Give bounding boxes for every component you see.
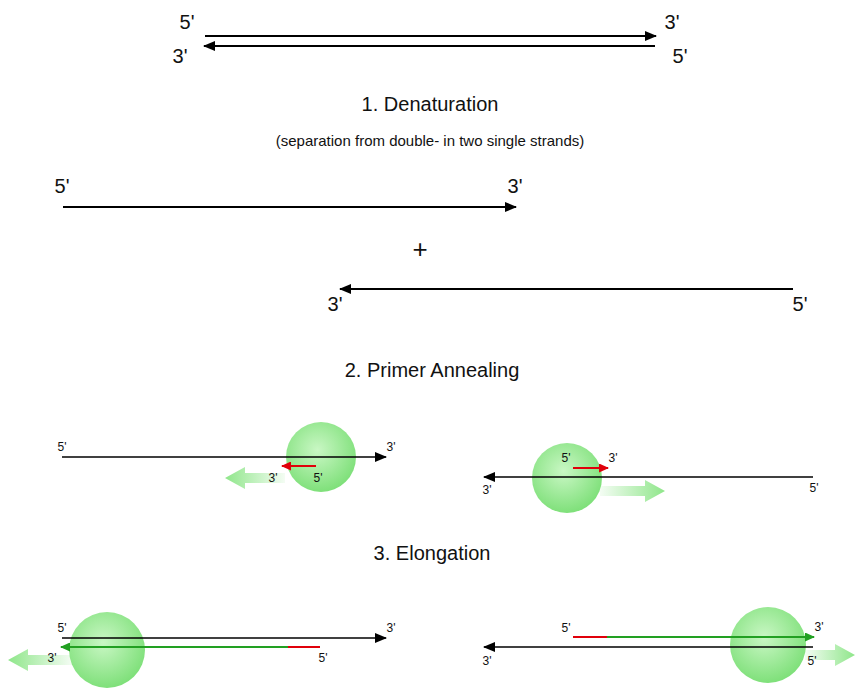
step-heading: 3. Elongation <box>374 543 491 563</box>
strand-end-label: 3' <box>483 484 492 496</box>
strand-end-label: 3' <box>48 652 57 664</box>
primer-end-label: 3' <box>609 452 618 464</box>
strand-end-label: 3' <box>387 622 396 634</box>
primer-end-label: 3' <box>269 472 278 484</box>
new-strand <box>61 646 288 648</box>
polymerase <box>532 443 602 513</box>
primer <box>573 467 608 469</box>
dna-strand <box>205 35 656 37</box>
dna-strand <box>340 288 793 290</box>
strand-end-label: 5' <box>180 12 195 32</box>
strand-end-label: 5' <box>319 652 328 664</box>
direction-arrow <box>8 649 72 671</box>
dna-strand <box>62 637 386 639</box>
strand-end-label: 5' <box>793 294 808 314</box>
strand-end-label: 3' <box>328 294 343 314</box>
strand-end-label: 3' <box>387 441 396 453</box>
dna-strand <box>484 646 813 648</box>
plus-sign: + <box>412 236 427 262</box>
direction-arrow <box>600 480 665 502</box>
step-note: (separation from double- in two single s… <box>276 133 584 148</box>
strand-end-label: 5' <box>58 441 67 453</box>
new-strand <box>607 636 814 638</box>
primer-end-label: 5' <box>314 472 323 484</box>
strand-end-label: 3' <box>508 176 523 196</box>
polymerase <box>69 612 145 688</box>
strand-end-label: 3' <box>173 46 188 66</box>
primer <box>282 465 316 467</box>
strand-end-label: 5' <box>808 655 817 667</box>
strand-end-label: 5' <box>55 176 70 196</box>
dna-strand <box>63 206 516 208</box>
strand-end-label: 5' <box>673 46 688 66</box>
dna-strand <box>62 456 386 458</box>
polymerase <box>730 607 806 683</box>
strand-end-label: 5' <box>810 482 819 494</box>
primer-end-label: 5' <box>562 452 571 464</box>
strand-end-label: 5' <box>58 622 67 634</box>
direction-arrow <box>225 467 285 489</box>
dna-strand <box>204 45 655 47</box>
strand-end-label: 3' <box>483 655 492 667</box>
dna-strand <box>484 476 813 478</box>
strand-end-label: 3' <box>665 12 680 32</box>
step-heading: 2. Primer Annealing <box>345 360 520 380</box>
strand-end-label: 3' <box>815 621 824 633</box>
primer-end-label: 5' <box>562 622 571 634</box>
step-heading: 1. Denaturation <box>362 94 499 114</box>
direction-arrow <box>805 644 855 666</box>
primer <box>288 646 320 648</box>
primer <box>573 636 607 638</box>
